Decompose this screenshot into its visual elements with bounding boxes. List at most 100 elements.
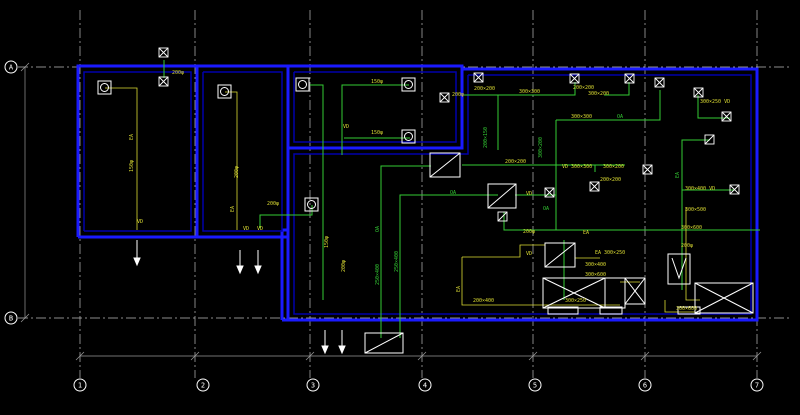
duct-size-label: 150φ [371,79,383,85]
arrow-head [338,345,346,355]
exhaust-arrows [133,240,346,355]
duct-size-label: 300×300 [519,89,540,95]
duct-size-label: 300×400 VD [685,186,715,192]
duct-type-label: EA [230,206,236,212]
damper-label: VD [343,124,349,130]
equipment [364,152,754,354]
damper-label: VD [257,226,263,232]
arrow-head [133,257,141,267]
duct-size-label: 200×200 [600,177,621,183]
grid-bubble-col-7: 7 [750,378,764,392]
grid-bubble-col-2: 2 [196,378,210,392]
grid-bubble-col-5: 5 [528,378,542,392]
outdoor-intake-diagonal [364,332,404,354]
fan-unit-diagonal [487,183,517,209]
duct-type-label: EA [675,172,681,178]
fan-unit-box [487,183,517,209]
duct-type-label: EA [129,134,135,140]
duct-size-label: 200φ [234,166,240,178]
grille-square [704,134,715,145]
duct-size-label: 200φ [523,229,535,235]
duct-size-label: 200φ [681,243,693,249]
duct-size-label: 200φ [452,92,464,98]
wall-inner-main [293,74,752,315]
wall-inner-room-2 [202,71,283,232]
duct-type-label: EA [583,230,589,236]
arrow-head [236,265,244,275]
grid-bubble-label: A [9,64,14,72]
annotations: 200φ EA 150φ VD 200φ EA 200φ VD VD 150φ … [129,70,730,312]
grilles [158,47,740,222]
dimension-tick [75,351,85,361]
branch-line [461,257,545,306]
dimension-tick [20,62,30,72]
damper-label: VD [137,219,143,225]
diffuser-round [217,84,232,99]
duct-size-label: 300×600 [676,306,697,312]
ducts [163,60,760,338]
grid-bubble-col-4: 4 [418,378,432,392]
grille-square [589,181,600,192]
duct-segment [604,82,630,96]
duct-size-label: 200×200 [573,85,594,91]
grid-bubble-row-b: B [4,311,18,325]
duct-size-label: 300×200 [538,137,544,158]
duct-size-label: VD 300×300 [562,164,592,170]
duct-size-label: 200×200 [505,159,526,165]
grid-bubble-label: 4 [423,382,427,390]
duct-type-label: OA [375,226,381,232]
walls [76,64,759,322]
grille-square [721,111,732,122]
ahu-x [624,277,646,305]
fan-unit-box [544,242,576,268]
dimension-tick [190,351,200,361]
arrow-head [321,345,329,355]
duct-size-label: 200φ [341,260,347,272]
duct-size-label: 300×600 [681,225,702,231]
duct-size-label: 250×400 [394,251,400,272]
duct-size-label: 300×200 [588,91,609,97]
duct-segment [341,84,409,155]
diffuser-round [304,197,319,212]
duct-size-label: 200φ [172,70,184,76]
grid-bubble-label: 1 [78,382,82,390]
duct-size-label: 300×500 [685,207,706,213]
damper-label: VD [526,251,532,257]
diffuser-round [97,80,112,95]
dimension-tick [752,351,762,361]
duct-segment [464,82,576,96]
duct-size-label: 200×150 [483,127,489,148]
dimension-tick [528,351,538,361]
duct-size-label: 300×300 [571,114,592,120]
duct-size-label: 250×400 [375,264,381,285]
grille-square [158,76,169,87]
grille-square [654,77,665,88]
ahu-x [694,282,754,314]
dimension-tick [640,351,650,361]
duct-segment [681,139,710,290]
duct-size-label: 150φ [324,236,330,248]
arrow-head [254,265,262,275]
duct-segment [697,95,730,119]
grille-square [729,184,740,195]
wall-inner-room-1 [83,71,192,232]
duct-segment [380,165,431,338]
duct-size-label: EA 300×250 [595,250,625,256]
grille-square [158,47,169,58]
duct-type-label: OA [543,206,549,212]
grille-square [693,87,704,98]
base-rail [547,306,579,315]
base-rail [677,306,701,315]
fan-unit-diagonal [544,242,576,268]
hood-unit [667,253,691,285]
fan-unit-box [429,152,461,178]
dimension-tick [417,351,427,361]
duct-segment [503,212,760,231]
duct-size-label: 300×600 [585,272,606,278]
duct-size-label: 150φ [371,130,383,136]
duct-size-label: 150φ [129,160,135,172]
grille-square [569,73,580,84]
grid-bubble-label: 7 [755,382,759,390]
duct-size-label: 200×200 [474,86,495,92]
